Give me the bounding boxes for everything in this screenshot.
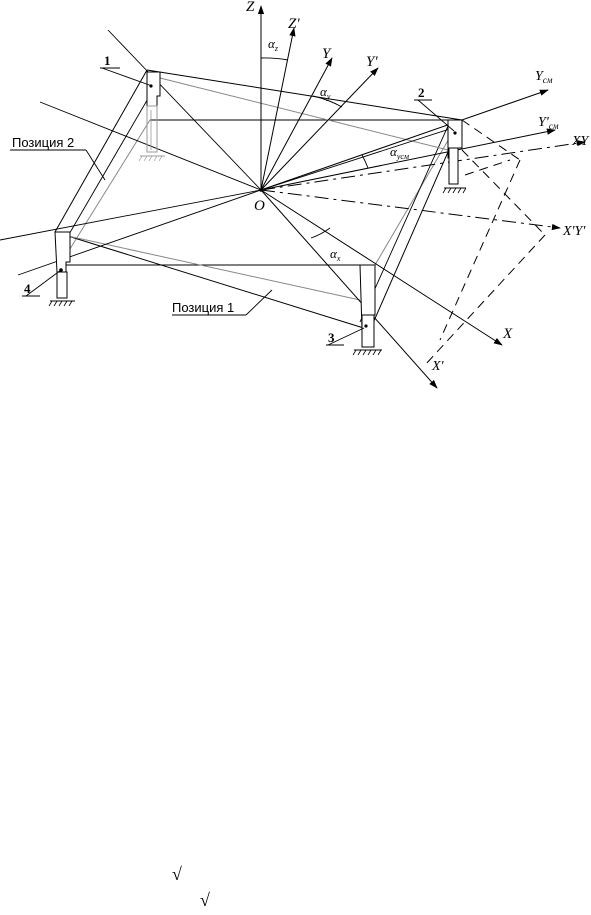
y-cm-axis-line <box>260 89 549 191</box>
support-3-label: 3 <box>328 330 335 345</box>
position-2-label: Позиция 2 <box>12 135 74 150</box>
alpha-y-arc <box>312 95 343 108</box>
origin-point <box>259 188 263 192</box>
position-1-platform <box>59 119 461 266</box>
z-axis-label: Z <box>246 0 255 15</box>
support-2 <box>442 119 467 194</box>
y-axis-label: Y <box>322 46 332 62</box>
x-prime-axis-label: X' <box>431 359 445 374</box>
alpha-z-label: αz <box>268 36 279 53</box>
x-axis-line <box>260 189 503 346</box>
y-cm-prime-axis-line <box>260 128 556 191</box>
alpha-y-label: αy <box>320 84 331 101</box>
xy-axis-label: XY <box>571 134 591 149</box>
angle-arcs <box>260 57 369 239</box>
y-prime-axis-label: Y' <box>366 54 378 70</box>
axes-group <box>0 5 586 389</box>
alpha-z-arc <box>260 57 289 61</box>
origin-label: O <box>254 198 265 214</box>
support-3 <box>352 264 382 356</box>
support-4 <box>48 231 75 307</box>
rotated-platform-outline <box>424 119 546 366</box>
alpha-x-label: αx <box>330 246 341 263</box>
xy-axis-line <box>260 140 586 191</box>
alpha-ycm-arc <box>361 154 369 169</box>
alpha-x-arc <box>310 227 331 239</box>
y-axis-line <box>260 57 333 191</box>
y-cm-axis-label: Yсм <box>535 69 553 85</box>
sqrt-mark-1: √ <box>172 864 182 884</box>
xy-prime-axis-label: X'Y' <box>562 224 586 239</box>
x-prime-axis-line <box>260 189 438 389</box>
y-cm-prime-axis-label: Y'см <box>538 115 559 131</box>
z-prime-axis-line <box>260 27 296 191</box>
alpha-ycm-label: αyсм <box>390 144 409 161</box>
support-4-label: 4 <box>24 281 31 296</box>
support-1 <box>138 71 165 162</box>
leader-lines <box>10 67 455 346</box>
y-prime-axis-line <box>260 67 379 191</box>
support-1-label: 1 <box>104 53 111 68</box>
xy-prime-axis-line <box>260 189 561 231</box>
sqrt-mark-2: √ <box>200 890 210 910</box>
x-axis-label: X <box>502 326 513 342</box>
z-prime-axis-label: Z' <box>288 16 300 32</box>
support-2-label: 2 <box>418 85 425 100</box>
position-1-label: Позиция 1 <box>172 300 234 315</box>
